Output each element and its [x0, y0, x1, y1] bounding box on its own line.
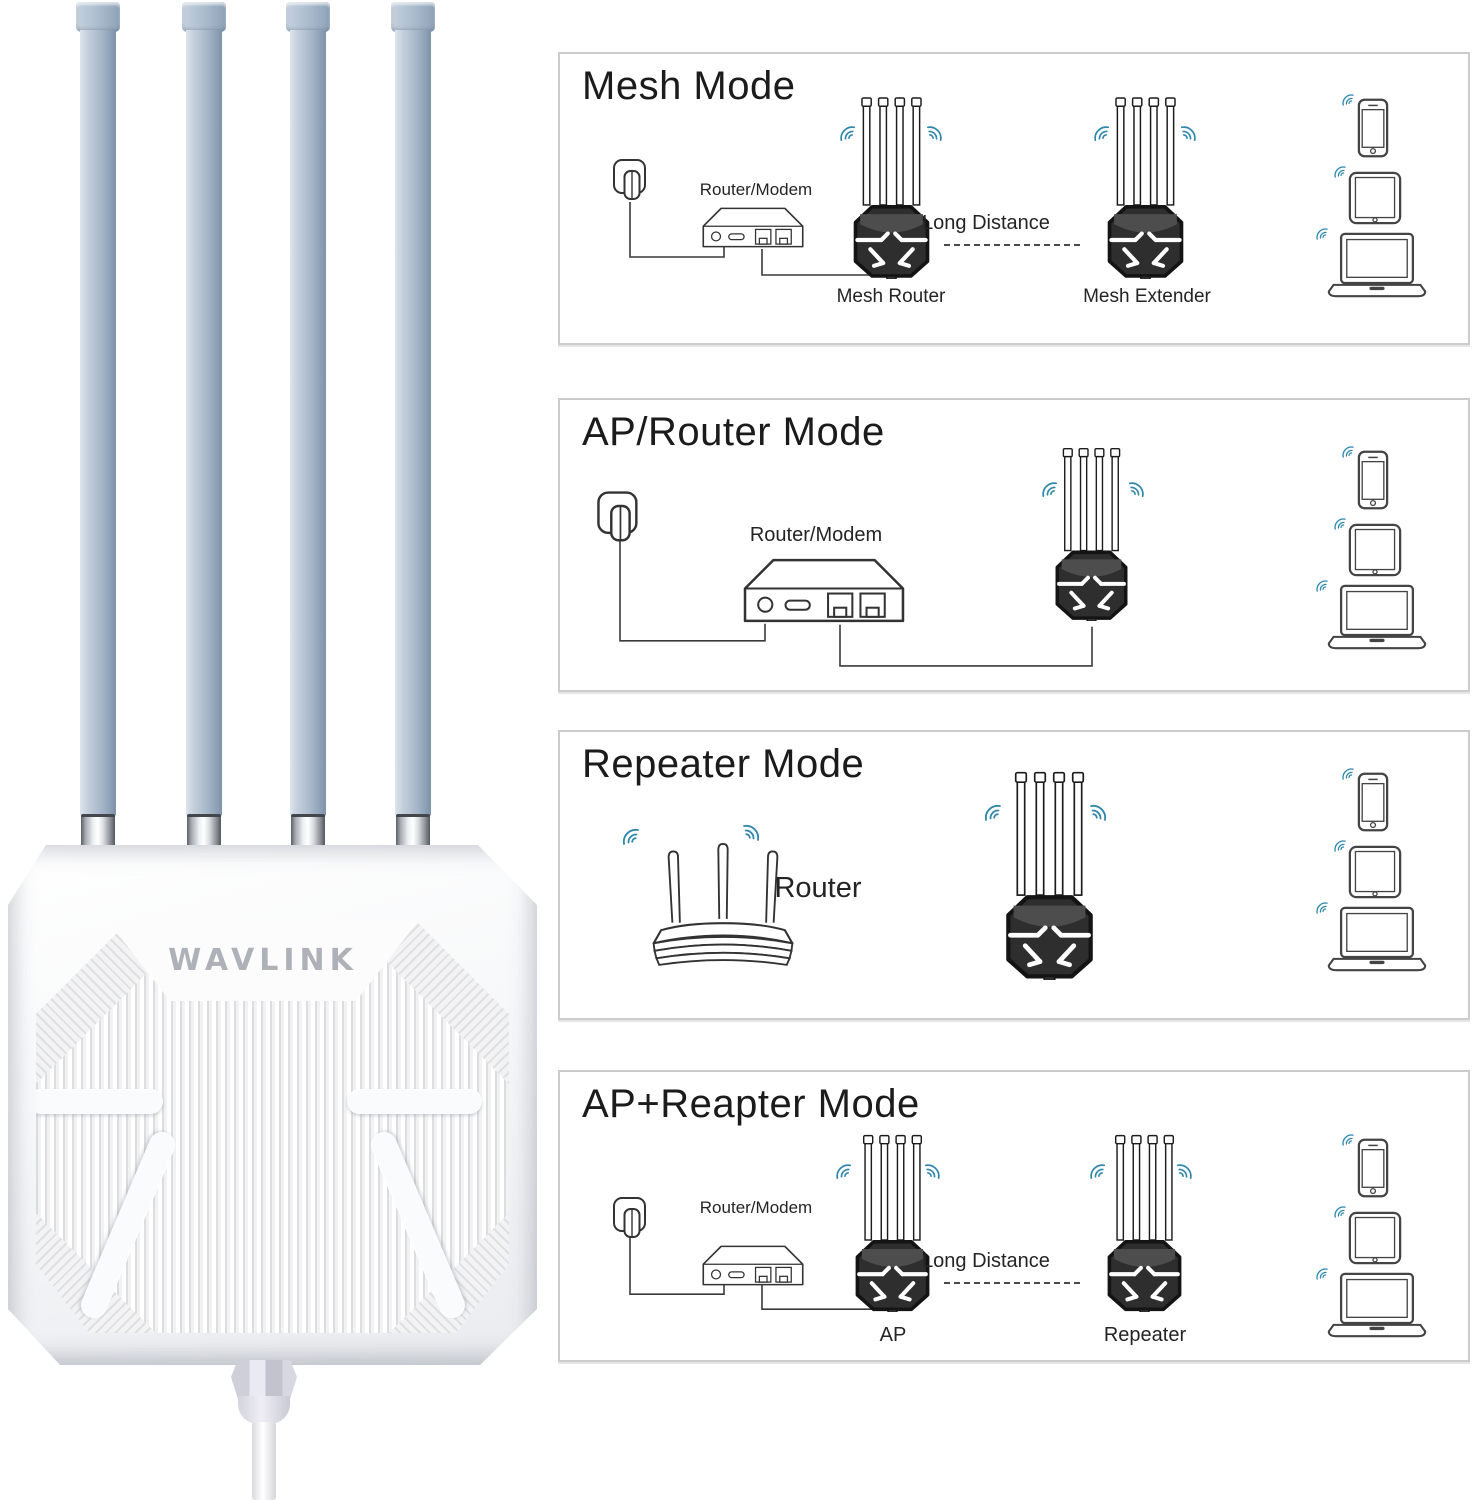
power-plug-icon	[612, 1196, 648, 1240]
corner-chevron	[344, 919, 509, 1084]
device-label: Mesh Router	[836, 286, 946, 307]
faceplate-slot-right	[347, 1089, 482, 1114]
repeater-mode-panel: Repeater Mode Router	[558, 730, 1470, 1020]
cable-gland-cup	[238, 1396, 290, 1424]
antenna-rod	[290, 30, 326, 816]
outdoor-device-icon	[1104, 1132, 1185, 1312]
power-plug-icon	[596, 490, 640, 544]
antenna-cap	[182, 2, 226, 32]
ap-router-mode-panel: AP/Router Mode Router/Modem	[558, 398, 1470, 692]
device-label: AP	[879, 1324, 907, 1346]
laptop-icon	[1327, 906, 1427, 974]
antenna-3	[286, 0, 330, 850]
client-devices	[1318, 440, 1438, 654]
smartphone-icon	[1357, 771, 1389, 833]
connection-wires	[619, 540, 1093, 667]
modem-label: Router/Modem	[699, 1198, 813, 1217]
antenna-1	[76, 0, 120, 850]
panel-title: Mesh Mode	[582, 64, 796, 108]
corner-chevron	[389, 1213, 509, 1333]
wifi-signal-icon	[1332, 1124, 1360, 1152]
antenna-connector	[396, 814, 430, 850]
long-distance-dashed-line	[944, 1282, 1080, 1284]
power-cable	[252, 1422, 276, 1500]
router-modem-icon	[702, 207, 804, 248]
product-image: WAVLINK	[0, 0, 545, 1500]
router-modem-icon	[702, 1245, 804, 1286]
router-modem-icon	[743, 558, 905, 623]
client-devices	[1318, 762, 1438, 976]
cable-gland	[231, 1360, 297, 1398]
antenna-cap	[391, 2, 435, 32]
client-devices	[1318, 88, 1438, 302]
ap-repeater-mode-panel: AP+Reapter Mode Router/Modem AP Long Dis…	[558, 1070, 1470, 1362]
antenna-connector	[81, 814, 115, 850]
logo-area: WAVLINK	[106, 919, 420, 1001]
panel-title: Repeater Mode	[582, 742, 865, 786]
brand-logo: WAVLINK	[168, 943, 358, 978]
outdoor-device-icon	[1052, 445, 1131, 621]
tablet-icon	[1348, 1210, 1402, 1266]
faceplate-diagonal-right	[366, 1127, 470, 1323]
tablet-icon	[1348, 170, 1402, 226]
laptop-icon	[1327, 1272, 1427, 1340]
connection-wires	[629, 202, 882, 276]
antenna-cap	[76, 2, 120, 32]
device-label: Repeater	[1103, 1324, 1187, 1346]
client-devices	[1318, 1128, 1438, 1342]
corner-chevron	[36, 919, 201, 1084]
antenna-connector	[187, 814, 221, 850]
smartphone-icon	[1357, 449, 1389, 511]
smartphone-icon	[1357, 1137, 1389, 1199]
panel-title: AP/Router Mode	[582, 410, 885, 454]
faceplate-slot-left	[36, 1089, 163, 1114]
antenna-2	[182, 0, 226, 850]
mesh-mode-panel: Mesh Mode Router/Modem Mesh Router Long …	[558, 52, 1470, 345]
faceplate-diagonal-left	[76, 1127, 180, 1323]
distance-label: Long Distance	[922, 212, 1050, 234]
antenna-4	[391, 0, 435, 850]
wifi-signal-icon	[608, 814, 648, 854]
device-label: Mesh Extender	[1083, 286, 1211, 307]
wifi-signal-icon	[1332, 758, 1360, 786]
tablet-icon	[1348, 844, 1402, 900]
outdoor-device-icon	[1104, 94, 1187, 279]
long-distance-dashed-line	[944, 244, 1080, 246]
corner-chevron	[36, 1213, 156, 1333]
router-label: Router	[774, 872, 862, 904]
laptop-icon	[1327, 232, 1427, 300]
tablet-icon	[1348, 522, 1402, 578]
connection-wires	[629, 1236, 884, 1310]
antenna-rod	[395, 30, 431, 816]
outdoor-device-icon	[852, 1132, 933, 1312]
outdoor-device-icon	[1002, 768, 1097, 980]
panel-title: AP+Reapter Mode	[582, 1082, 920, 1126]
modem-label: Router/Modem	[699, 180, 813, 199]
outdoor-device-icon	[850, 94, 933, 279]
laptop-icon	[1327, 584, 1427, 652]
ribbed-faceplate: WAVLINK	[36, 919, 509, 1333]
smartphone-icon	[1357, 97, 1389, 159]
modem-label: Router/Modem	[749, 524, 883, 546]
antenna-rod	[186, 30, 222, 816]
power-plug-icon	[612, 158, 648, 202]
antenna-cap	[286, 2, 330, 32]
distance-label: Long Distance	[922, 1250, 1050, 1272]
antenna-rod	[80, 30, 116, 816]
wifi-signal-icon	[1332, 84, 1360, 112]
device-enclosure: WAVLINK	[8, 845, 537, 1365]
wifi-signal-icon	[1332, 436, 1360, 464]
antenna-connector	[291, 814, 325, 850]
